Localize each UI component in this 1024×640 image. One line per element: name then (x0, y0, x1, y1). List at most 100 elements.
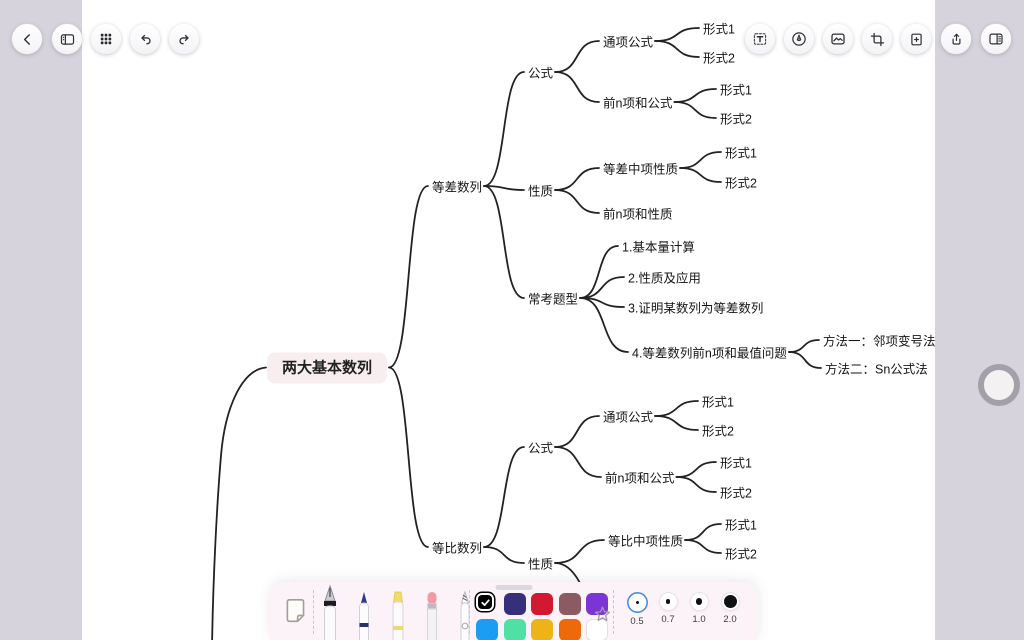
text-tool-button[interactable] (745, 24, 775, 54)
mindmap-node-a2[interactable]: 性质 (528, 184, 554, 199)
redo-button[interactable] (169, 24, 199, 54)
mindmap-node-a1[interactable]: 公式 (528, 66, 554, 81)
mindmap-node-a112[interactable]: 形式2 (703, 51, 735, 66)
mindmap-node-b111[interactable]: 形式1 (702, 395, 734, 410)
mindmap-node-b[interactable]: 等比数列 (432, 541, 483, 556)
mindmap-node-a111[interactable]: 形式1 (703, 22, 735, 37)
mindmap-edge (654, 400, 699, 417)
mindmap-edge (211, 366, 267, 640)
ballpoint-pen-tool[interactable] (351, 590, 377, 640)
favorite-star-button[interactable] (592, 604, 613, 628)
mindmap-node-root[interactable]: 两大基本数列 (267, 352, 388, 383)
color-swatch-d11a32[interactable] (531, 593, 553, 615)
mindmap-node-a212[interactable]: 形式2 (725, 176, 757, 191)
color-swatch-1b9df3[interactable] (476, 618, 498, 640)
mindmap-edge (675, 476, 717, 493)
sidebar-panel-icon (59, 31, 76, 48)
color-swatch-7c35d4[interactable] (586, 593, 608, 615)
mindmap-edge (787, 351, 822, 369)
stroke-size-label: 0.5 (630, 616, 644, 627)
fountain-pen-icon (317, 584, 343, 640)
crop-icon (869, 31, 886, 48)
mindmap-edge (554, 167, 600, 191)
scroll-ring-widget[interactable] (978, 364, 1020, 406)
left-side-band (0, 0, 82, 640)
stroke-size-circle (689, 592, 709, 611)
mindmap-node-b122[interactable]: 形式2 (720, 486, 752, 501)
insert-card-button[interactable] (901, 24, 931, 54)
stroke-size-1.0[interactable]: 1.0 (686, 592, 712, 625)
mindmap-node-a21[interactable]: 等差中项性质 (603, 162, 679, 177)
stroke-size-circle (626, 592, 648, 613)
mindmap-edge (579, 297, 629, 353)
mindmap-node-b2[interactable]: 性质 (528, 557, 554, 572)
stroke-size-0.7[interactable]: 0.7 (655, 592, 681, 625)
color-swatch-000000[interactable] (476, 593, 494, 611)
mindmap-edge (554, 40, 600, 73)
mindmap-edge (483, 185, 525, 191)
stroke-size-2.0[interactable]: 2.0 (717, 592, 743, 625)
mindmap-node-a211[interactable]: 形式1 (725, 146, 757, 161)
mindmap-edge (483, 71, 525, 187)
mindmap-node-b211[interactable]: 形式1 (725, 518, 757, 533)
share-button[interactable] (941, 24, 971, 54)
mindmap-node-b121[interactable]: 形式1 (720, 456, 752, 471)
mindmap-node-a32[interactable]: 2.性质及应用 (628, 271, 701, 286)
mindmap-node-a11[interactable]: 通项公式 (603, 35, 654, 50)
color-swatch-4fe0a6[interactable] (503, 618, 526, 640)
mindmap-edge (388, 366, 429, 548)
mindmap-node-b12[interactable]: 前n项和公式 (605, 471, 675, 486)
mindmap-node-a[interactable]: 等差数列 (432, 180, 483, 195)
redo-icon (176, 31, 193, 48)
journal-button[interactable] (981, 24, 1011, 54)
mindmap-node-b11[interactable]: 通项公式 (603, 410, 654, 425)
color-swatch-ffffff[interactable] (586, 618, 608, 640)
color-swatch-36307c[interactable] (503, 593, 526, 615)
mindmap-node-a342[interactable]: 方法二：Sn公式法 (825, 362, 928, 377)
stroke-size-0.5[interactable]: 0.5 (624, 592, 650, 627)
pages-panel-button[interactable] (52, 24, 82, 54)
paint-pen-tool[interactable] (452, 590, 478, 640)
mindmap-node-a122[interactable]: 形式2 (720, 112, 752, 127)
mindmap-edge (679, 167, 722, 183)
mindmap-edge (554, 415, 600, 448)
mindmap-node-a121[interactable]: 形式1 (720, 83, 752, 98)
mindmap-node-a341[interactable]: 方法一：邻项变号法 (823, 334, 936, 349)
color-swatch-ec6a0a[interactable] (558, 618, 581, 640)
mindmap-node-a12[interactable]: 前n项和公式 (603, 96, 673, 111)
grid-view-button[interactable] (91, 24, 121, 54)
mindmap-node-b212[interactable]: 形式2 (725, 547, 757, 562)
mindmap-node-a34[interactable]: 4.等差数列前n项和最值问题 (632, 346, 787, 361)
mindmap-node-a3[interactable]: 常考题型 (528, 292, 579, 307)
undo-button[interactable] (130, 24, 160, 54)
mindmap-node-b1[interactable]: 公式 (528, 441, 554, 456)
draw-compass-button[interactable] (784, 24, 814, 54)
color-swatch-8d5a64[interactable] (558, 593, 581, 615)
new-page-icon (283, 598, 309, 627)
toolbar-divider (313, 590, 314, 634)
fountain-pen-tool[interactable] (317, 584, 343, 640)
stroke-size-circle (720, 592, 740, 611)
back-button[interactable] (12, 24, 42, 54)
highlighter-icon (385, 591, 411, 640)
mindmap-edge (554, 189, 600, 214)
mindmap-node-a22[interactable]: 前n项和性质 (603, 207, 673, 222)
new-page-button[interactable] (283, 596, 309, 627)
color-swatch-eeb417[interactable] (531, 618, 553, 640)
mindmap-edge (654, 415, 699, 431)
mindmap-node-a31[interactable]: 1.基本量计算 (622, 240, 695, 255)
stroke-size-label: 0.7 (661, 614, 675, 625)
stroke-size-dot (723, 595, 737, 608)
toolbar-drag-handle[interactable] (495, 585, 533, 590)
paint-pen-icon (452, 590, 478, 640)
highlighter-tool[interactable] (385, 590, 411, 640)
mindmap-edge (579, 276, 625, 299)
star-icon (592, 606, 613, 628)
crop-tool-button[interactable] (862, 24, 892, 54)
mindmap-node-a33[interactable]: 3.证明某数列为等差数列 (628, 301, 764, 316)
mindmap-node-b21[interactable]: 等比中项性质 (608, 534, 684, 549)
image-tool-button[interactable] (823, 24, 853, 54)
mindmap-node-b112[interactable]: 形式2 (702, 424, 734, 439)
eraser-tool[interactable] (419, 590, 445, 640)
